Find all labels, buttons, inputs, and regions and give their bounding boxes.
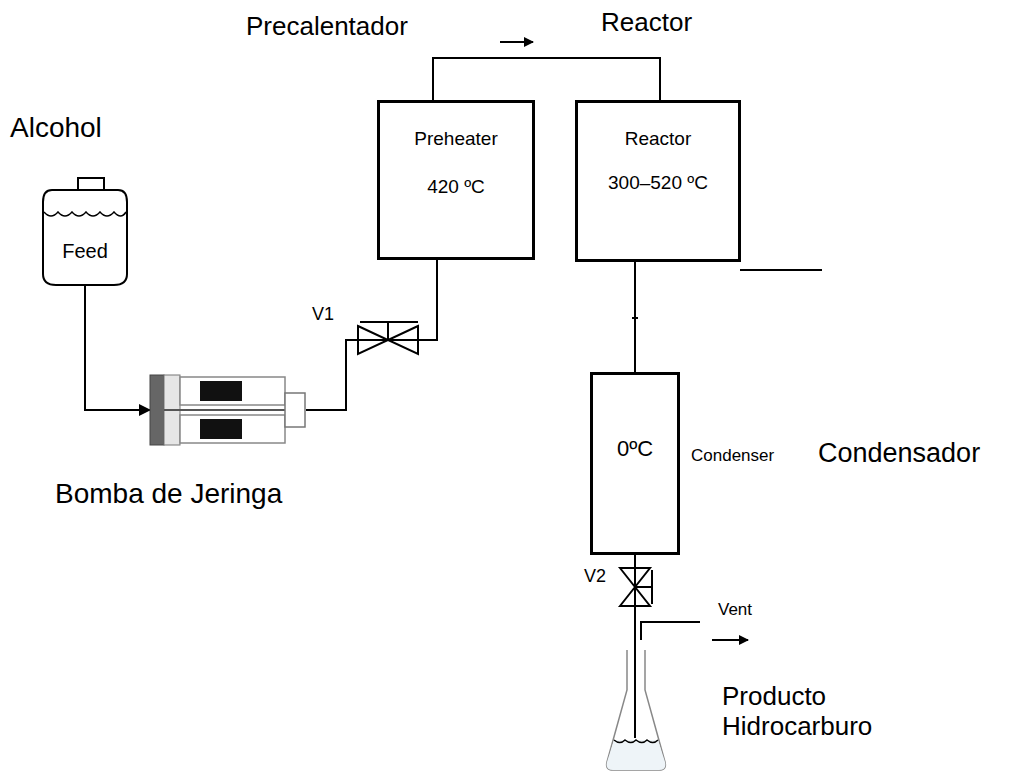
- outlet-stub: [740, 269, 822, 271]
- product-flask: Producto Hidrocarburo: [605, 650, 667, 772]
- vent-line: [641, 622, 748, 640]
- tank-outline: [42, 190, 128, 286]
- box-text: Feed: [42, 240, 128, 263]
- pipe-line: [634, 262, 636, 372]
- pump-outline: [150, 375, 306, 445]
- box-text: Reactor: [578, 128, 738, 150]
- box-text: 300–520 ºC: [578, 172, 738, 194]
- valve-label: Vent: [718, 600, 752, 620]
- flow-arrow: [500, 41, 533, 43]
- valve-symbol: [358, 322, 418, 354]
- pipe-line: [433, 58, 660, 100]
- preheater-box: PrecalentadorPreheater420 ºC: [377, 100, 535, 260]
- valve-label: V1: [312, 304, 334, 325]
- part-name: Alcohol: [10, 112, 102, 144]
- pipe-line: [85, 286, 150, 410]
- syringe-pump: Bomba de Jeringa: [150, 375, 306, 445]
- part-name: Bomba de Jeringa: [55, 478, 282, 510]
- part-name: Condenser: [691, 446, 774, 466]
- pipe-line: [634, 555, 636, 650]
- feed-tank: AlcoholFeed: [42, 190, 128, 286]
- condenser-box: 0ºCCondenserCondensador: [590, 372, 680, 555]
- reactor-box: ReactorReactor300–520 ºC: [575, 100, 741, 262]
- flask-outline: [605, 650, 667, 772]
- pipe-line: [306, 260, 437, 410]
- box-text: 420 ºC: [380, 176, 532, 198]
- valve-label: V2: [584, 566, 606, 587]
- box-text: Preheater: [380, 128, 532, 150]
- part-name: Condensador: [818, 438, 980, 469]
- part-name: Producto Hidrocarburo: [722, 682, 872, 742]
- part-name: Reactor: [601, 8, 692, 38]
- box-text: 0ºC: [593, 436, 677, 461]
- part-name: Precalentador: [246, 12, 408, 42]
